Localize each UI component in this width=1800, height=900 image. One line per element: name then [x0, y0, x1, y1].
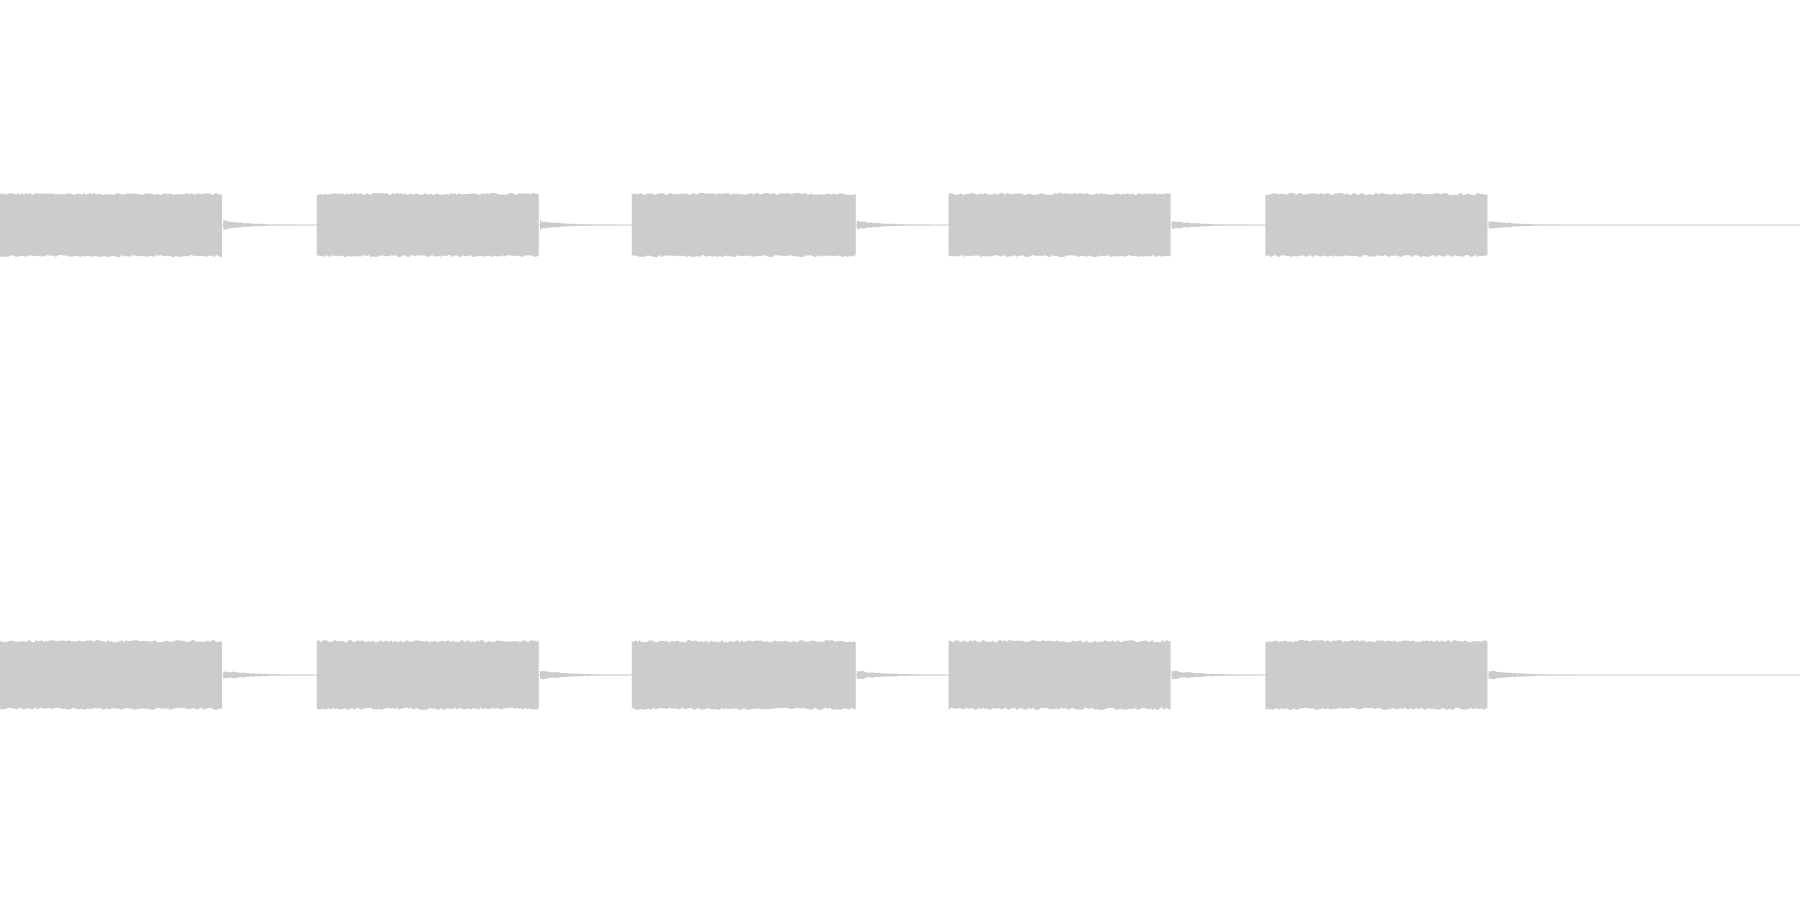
waveform-pulse-2 [316, 192, 539, 258]
waveform-pulse-3 [631, 192, 856, 258]
waveform-pulse-tail-4 [1171, 670, 1260, 680]
waveform-pulse-tail-3 [856, 670, 945, 680]
waveform-pulse-4 [948, 192, 1171, 258]
waveform-pulse-5 [1265, 192, 1488, 258]
waveform-pulse-tail-4 [1171, 221, 1246, 229]
waveform-pulse-tail-5 [1488, 670, 1577, 680]
channel-left-track [0, 192, 1800, 258]
waveform-pulse-tail-5 [1488, 221, 1563, 229]
waveform-pulse-4 [948, 640, 1171, 710]
waveform-pulse-tail-1 [223, 220, 298, 230]
waveform-pulse-5 [1265, 640, 1488, 710]
waveform-pulse-1 [0, 640, 222, 710]
waveform-pulse-tail-2 [540, 220, 614, 230]
waveform-pulse-3 [631, 640, 856, 710]
waveform-pulse-2 [316, 640, 539, 710]
waveform-pulse-tail-1 [223, 671, 312, 679]
channel-right-track [0, 640, 1800, 710]
waveform-pulse-tail-2 [540, 670, 628, 680]
waveform-pulse-1 [0, 192, 222, 258]
waveform-pulse-tail-3 [856, 220, 931, 230]
